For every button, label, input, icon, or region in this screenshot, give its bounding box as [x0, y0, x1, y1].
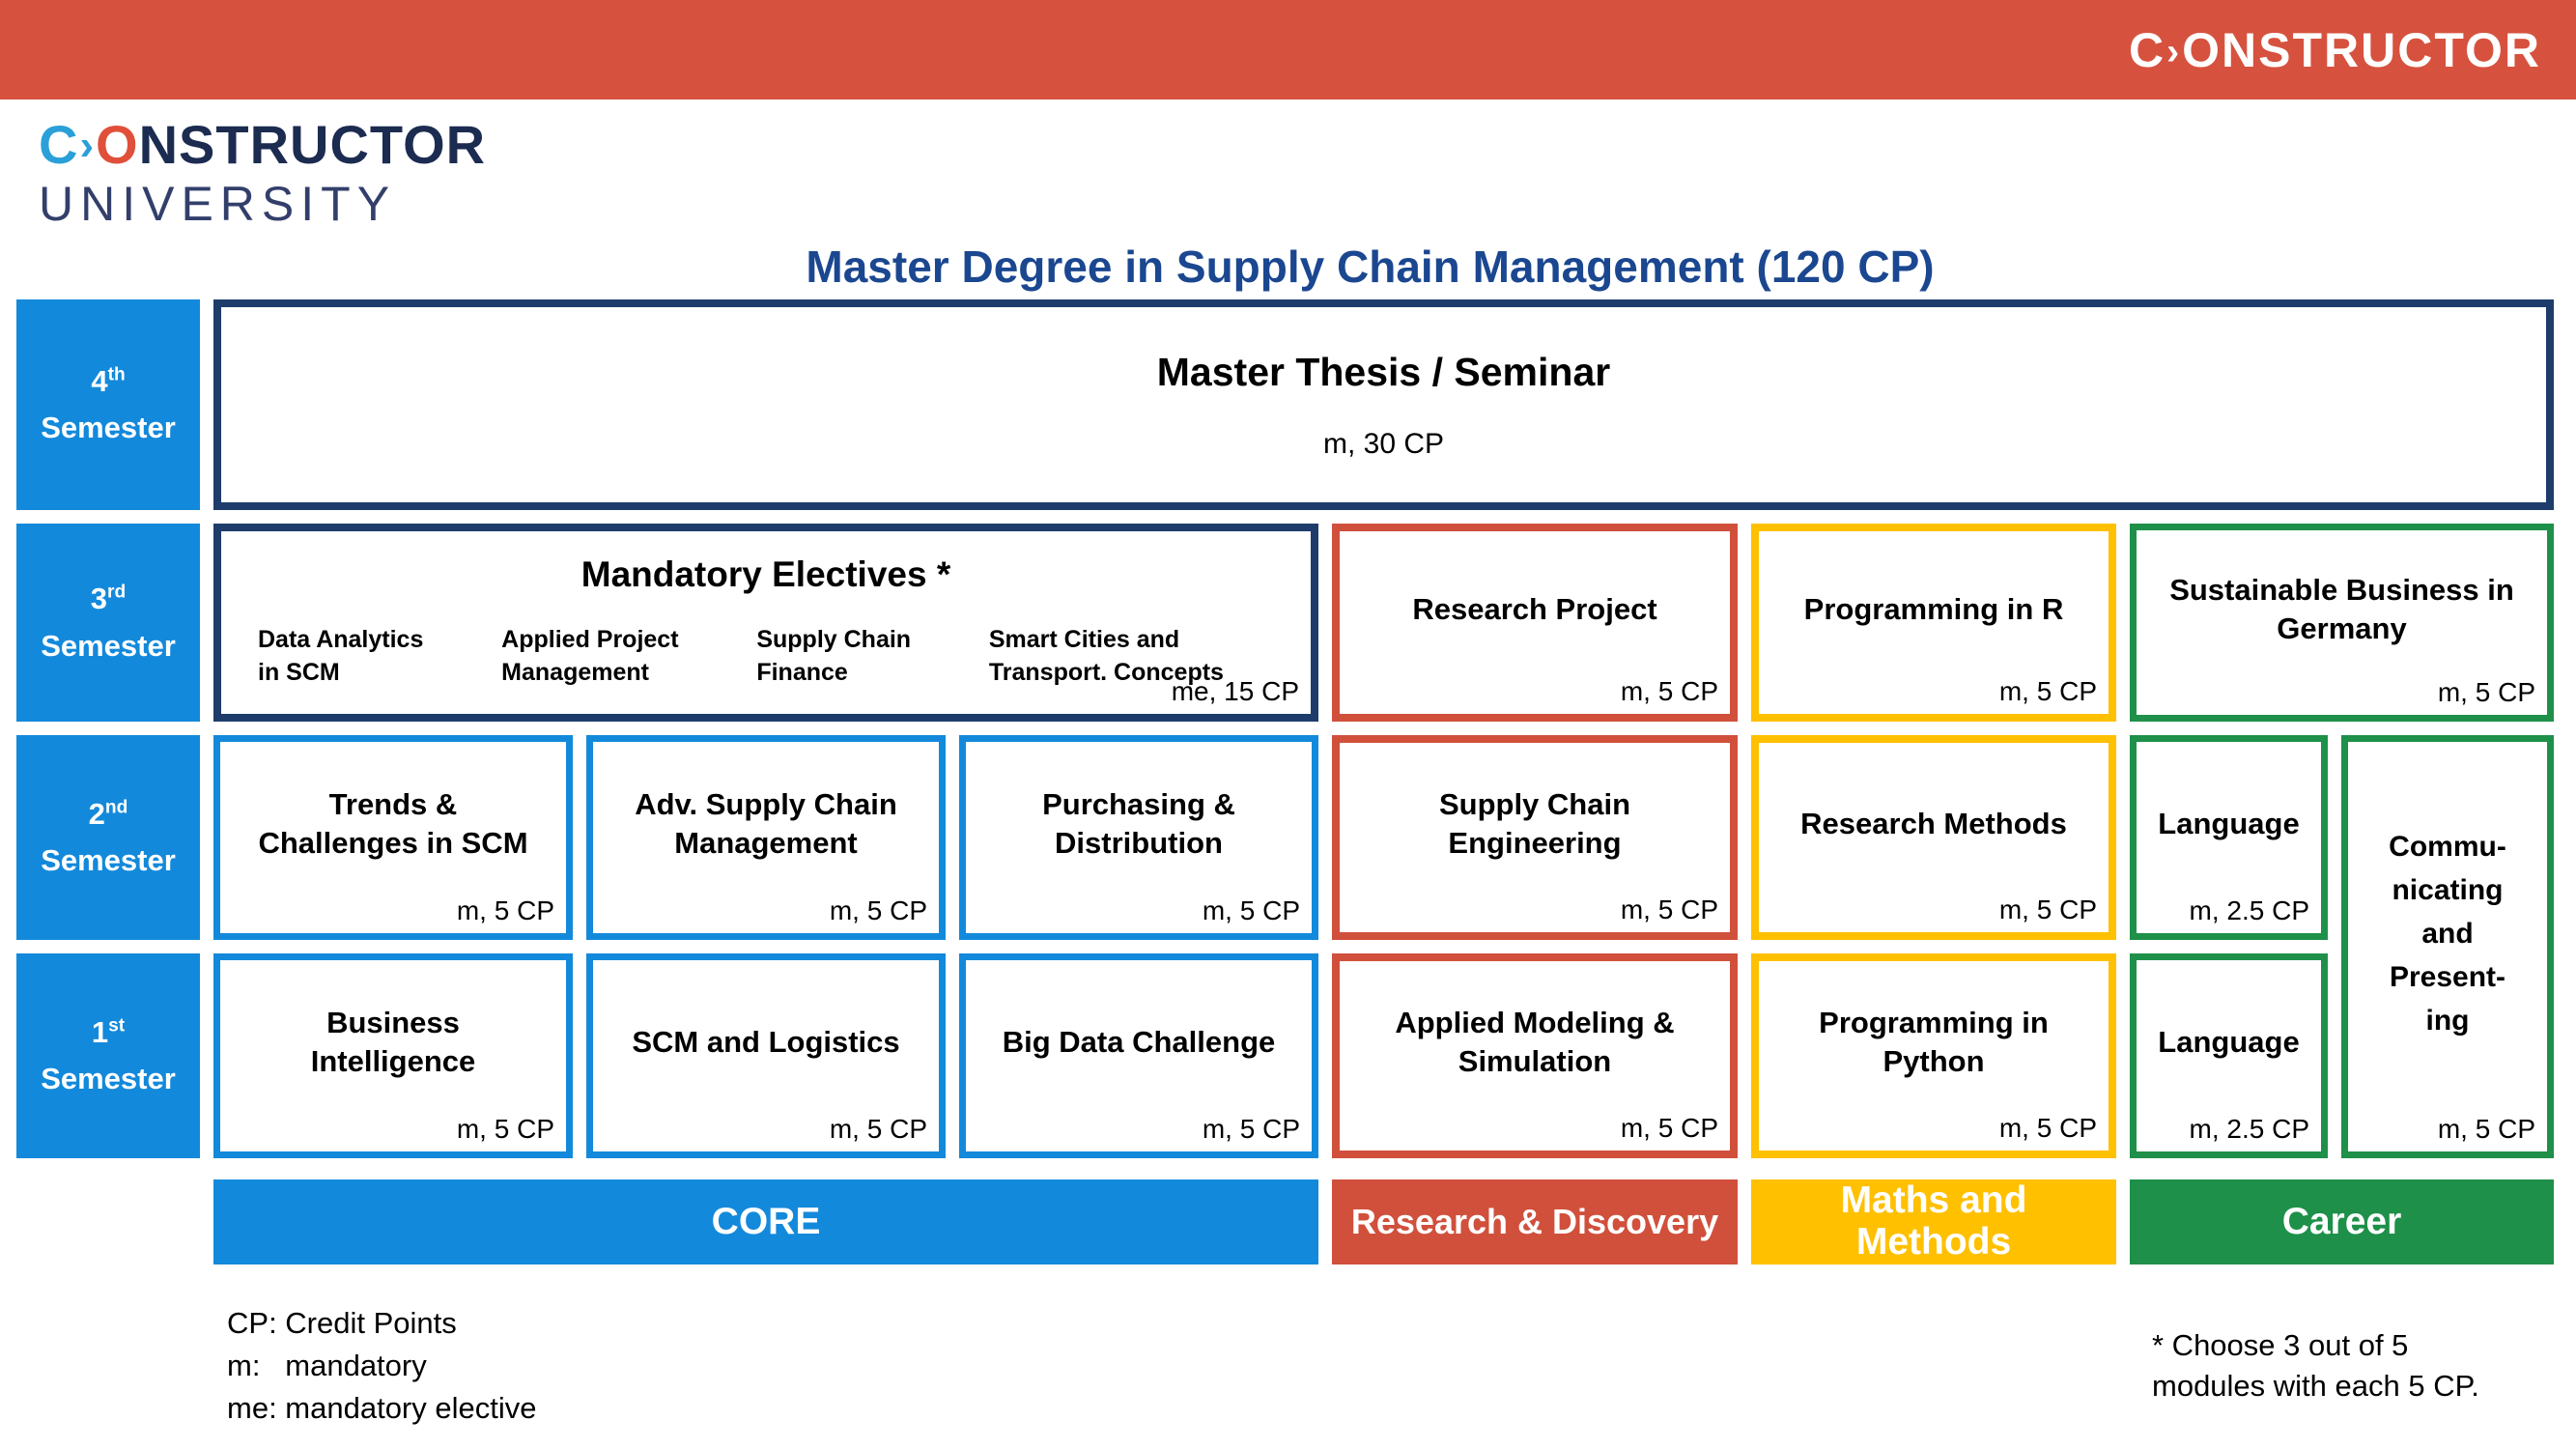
- university-logo: C›ONSTRUCTOR UNIVERSITY: [39, 118, 486, 231]
- semester-label-1st: 1st Semester: [16, 953, 200, 1158]
- module-credit: m, 5 CP: [456, 895, 554, 926]
- module-sustainable-business: Sustainable Business in Germany m, 5 CP: [2130, 524, 2554, 722]
- module-title: Adv. Supply Chain Management: [635, 787, 897, 860]
- category-bar-research-discovery: Research & Discovery: [1332, 1179, 1738, 1264]
- semester-word: Semester: [41, 1062, 176, 1095]
- university-logo-wordmark: C›ONSTRUCTOR: [39, 118, 486, 172]
- electives-items: Data Analytics in SCM Applied Project Ma…: [250, 624, 1282, 690]
- banner-logo-rest: ONSTRUCTOR: [2182, 22, 2541, 77]
- curriculum-grid: 4th Semester 3rd Semester 2nd Semester 1…: [16, 299, 2554, 1264]
- logo-o: O: [96, 114, 139, 175]
- top-banner: C›ONSTRUCTOR: [0, 0, 2576, 99]
- module-title: Commu- nicating and Present- ing: [2389, 830, 2506, 1037]
- logo-c: C: [39, 114, 79, 175]
- semester-number: 4th: [91, 363, 126, 398]
- module-master-thesis: Master Thesis / Seminar m, 30 CP: [213, 299, 2554, 510]
- module-credit: m, 5 CP: [456, 1114, 554, 1145]
- module-supply-chain-engineering: Supply Chain Engineering m, 5 CP: [1332, 735, 1738, 940]
- module-credit: m, 5 CP: [1620, 895, 1718, 925]
- footnote: * Choose 3 out of 5 modules with each 5 …: [2152, 1328, 2479, 1403]
- module-programming-in-r: Programming in R m, 5 CP: [1751, 524, 2116, 722]
- module-title: Applied Modeling & Simulation: [1395, 1006, 1675, 1078]
- module-adv-supply-chain-management: Adv. Supply Chain Management m, 5 CP: [586, 735, 946, 940]
- module-programming-in-python: Programming in Python m, 5 CP: [1751, 953, 2116, 1158]
- module-credit: m, 5 CP: [1202, 895, 1300, 926]
- elective-applied-project-management: Applied Project Management: [501, 626, 679, 686]
- module-credit: m, 5 CP: [829, 895, 927, 926]
- module-title: Research Project: [1412, 591, 1657, 626]
- module-credit: m, 5 CP: [1998, 1113, 2097, 1144]
- semester-number: 2nd: [88, 796, 128, 831]
- module-research-methods: Research Methods m, 5 CP: [1751, 735, 2116, 940]
- module-title: Master Thesis / Seminar: [1156, 349, 1611, 394]
- legend-me: me: mandatory elective: [227, 1391, 537, 1426]
- semester-number: 1st: [91, 1014, 126, 1049]
- category-bar-core: CORE: [213, 1179, 1318, 1264]
- module-title: Language: [2158, 807, 2300, 841]
- module-research-project: Research Project m, 5 CP: [1332, 524, 1738, 722]
- page-title: Master Degree in Supply Chain Management…: [806, 241, 1935, 292]
- module-language-1st-semester: Language m, 2.5 CP: [2130, 953, 2328, 1158]
- module-title: Purchasing & Distribution: [1042, 787, 1235, 860]
- module-title: Research Methods: [1800, 807, 2067, 841]
- module-credit: m, 5 CP: [1998, 895, 2097, 925]
- module-title: Supply Chain Engineering: [1438, 787, 1631, 860]
- module-title: Trends & Challenges in SCM: [258, 787, 528, 860]
- module-credit: m, 5 CP: [2437, 677, 2535, 708]
- logo-chevron-icon: ›: [79, 122, 95, 169]
- module-credit: m, 2.5 CP: [2189, 1114, 2309, 1145]
- module-purchasing-distribution: Purchasing & Distribution m, 5 CP: [959, 735, 1318, 940]
- legend: CP: Credit Points m: mandatory me: manda…: [227, 1302, 536, 1430]
- module-applied-modeling-simulation: Applied Modeling & Simulation m, 5 CP: [1332, 953, 1738, 1158]
- semester-label-2nd: 2nd Semester: [16, 735, 200, 940]
- legend-m: m: mandatory: [227, 1349, 427, 1383]
- elective-data-analytics: Data Analytics in SCM: [258, 626, 424, 686]
- module-title: Sustainable Business in Germany: [2169, 572, 2514, 645]
- semester-word: Semester: [41, 843, 176, 877]
- module-business-intelligence: Business Intelligence m, 5 CP: [213, 953, 573, 1158]
- module-title: Language: [2158, 1025, 2300, 1060]
- module-credit: me, 15 CP: [1171, 676, 1299, 707]
- module-title: Programming in Python: [1819, 1006, 2049, 1078]
- module-title: Big Data Challenge: [1002, 1025, 1276, 1060]
- module-title: Business Intelligence: [310, 1006, 476, 1078]
- category-bar-career: Career: [2130, 1179, 2554, 1264]
- module-mandatory-electives: Mandatory Electives * Data Analytics in …: [213, 524, 1318, 722]
- module-title: Programming in R: [1803, 591, 2064, 626]
- module-scm-and-logistics: SCM and Logistics m, 5 CP: [586, 953, 946, 1158]
- module-title: SCM and Logistics: [632, 1025, 900, 1060]
- category-bar-maths-methods: Maths and Methods: [1751, 1179, 2116, 1264]
- semester-word: Semester: [41, 628, 176, 663]
- legend-cp: CP: Credit Points: [227, 1306, 457, 1340]
- semester-number: 3rd: [90, 582, 127, 616]
- module-credit: m, 5 CP: [1998, 676, 2097, 707]
- module-credit: m, 30 CP: [1322, 428, 1445, 461]
- module-credit: m, 5 CP: [2437, 1114, 2535, 1145]
- module-language-2nd-semester: Language m, 2.5 CP: [2130, 735, 2328, 940]
- module-credit: m, 2.5 CP: [2189, 895, 2309, 926]
- banner-logo-chevron-icon: ›: [2166, 30, 2182, 72]
- module-credit: m, 5 CP: [1202, 1114, 1300, 1145]
- module-credit: m, 5 CP: [1620, 1113, 1718, 1144]
- elective-supply-chain-finance: Supply Chain Finance: [756, 626, 912, 686]
- module-big-data-challenge: Big Data Challenge m, 5 CP: [959, 953, 1318, 1158]
- semester-label-3rd: 3rd Semester: [16, 524, 200, 722]
- constructor-banner-logo: C›ONSTRUCTOR: [2129, 22, 2576, 78]
- module-credit: m, 5 CP: [1620, 676, 1718, 707]
- elective-smart-cities: Smart Cities and Transport. Concepts: [988, 626, 1224, 686]
- semester-word: Semester: [41, 411, 176, 444]
- semester-label-4th: 4th Semester: [16, 299, 200, 510]
- banner-logo-c: C: [2129, 22, 2166, 77]
- module-credit: m, 5 CP: [829, 1114, 927, 1145]
- module-trends-challenges: Trends & Challenges in SCM m, 5 CP: [213, 735, 573, 940]
- university-logo-subline: UNIVERSITY: [39, 177, 397, 231]
- module-communicating-presenting: Commu- nicating and Present- ing m, 5 CP: [2341, 735, 2554, 1158]
- logo-nstructor: NSTRUCTOR: [138, 114, 487, 175]
- electives-title: Mandatory Electives *: [580, 554, 951, 594]
